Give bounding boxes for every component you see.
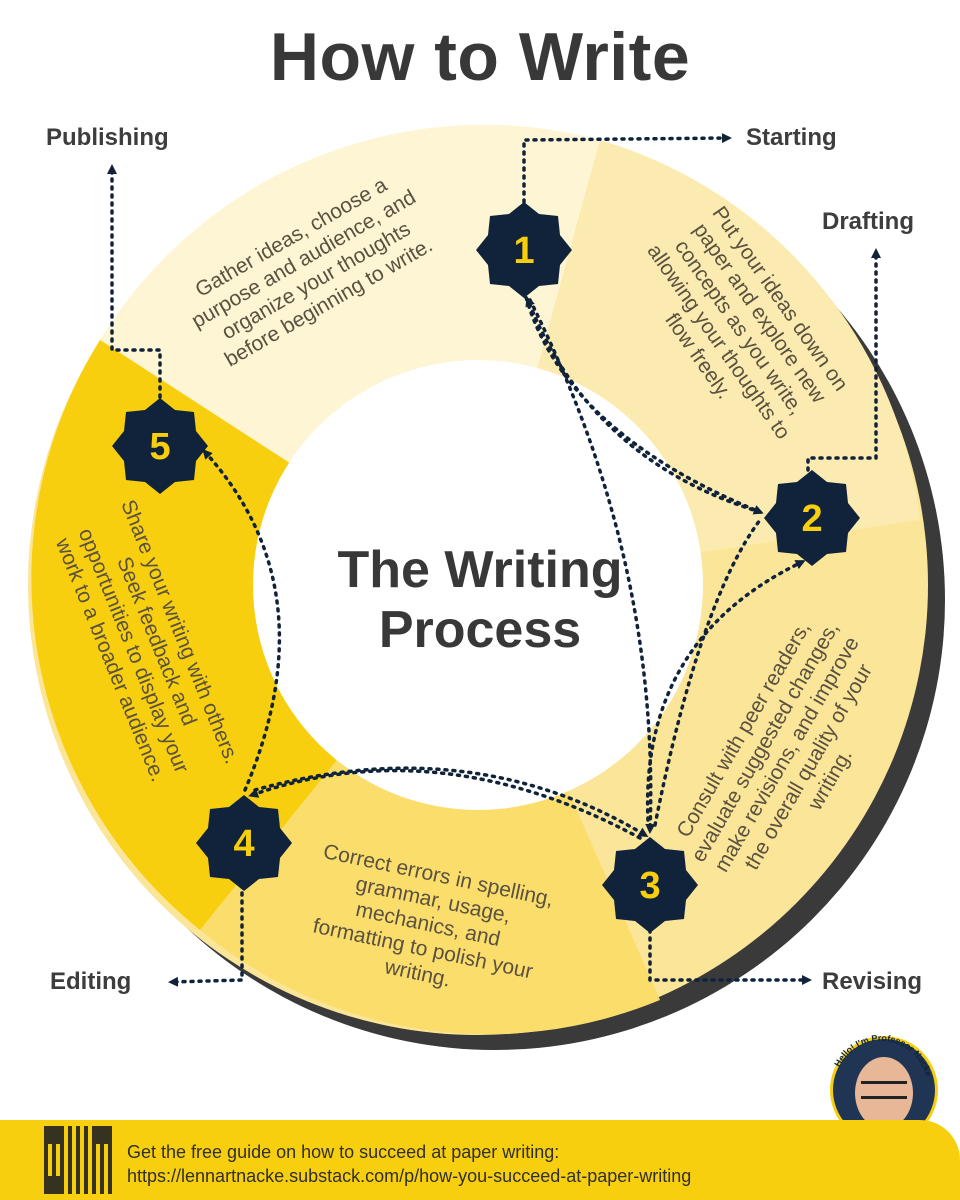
stage-number-3: 3 <box>639 865 660 907</box>
connector-4-to-5 <box>202 449 282 792</box>
stage-badge-4: 4 <box>196 795 292 891</box>
footer-text: Get the free guide on how to succeed at … <box>127 1140 691 1188</box>
connector-1-to-2 <box>522 288 764 515</box>
ring-hole <box>253 360 703 810</box>
center-title: The Writing Process <box>300 540 660 660</box>
connector-4-editing <box>168 883 244 987</box>
avatar-badge-text: Hello! I'm Professor Nacke <box>832 1033 933 1078</box>
stage-number-2: 2 <box>801 498 822 540</box>
connectors <box>107 133 881 987</box>
connector-3-to-2b <box>653 518 762 827</box>
connector-5-publishing <box>107 164 162 407</box>
center-title-line1: The Writing <box>337 541 623 599</box>
connector-3-to-2 <box>645 560 806 822</box>
svg-text:Hello! I'm Professor Nacke: Hello! I'm Professor Nacke <box>832 1033 933 1078</box>
stage-label-revising: Revising <box>822 968 923 995</box>
stage-label-drafting: Drafting <box>822 208 914 235</box>
star-badge-icon <box>112 398 208 494</box>
connector-3-revising <box>648 928 812 985</box>
star-badge-icon <box>764 470 860 566</box>
center-title-line2: Process <box>378 601 582 659</box>
star-badge-icon <box>476 202 572 298</box>
stage-label-editing: Editing <box>50 968 132 995</box>
glasses-icon <box>861 1081 907 1099</box>
avatar-face <box>855 1057 913 1129</box>
ring-segment-editing <box>200 585 660 1035</box>
qr-code-icon[interactable] <box>44 1126 112 1194</box>
stage-badge-1: 1 <box>476 202 572 298</box>
stage-number-5: 5 <box>149 426 170 468</box>
stage-number-4: 4 <box>233 823 254 865</box>
stage-badge-2: 2 <box>764 470 860 566</box>
star-badge-icon <box>196 795 292 891</box>
footer-bar <box>0 1120 960 1200</box>
connector-4-to-3 <box>253 766 649 838</box>
stage-label-starting: Starting <box>746 124 837 151</box>
page-title: How to Write <box>269 19 691 95</box>
badge-text: Hello! I'm Professor Nacke <box>832 1033 933 1078</box>
connector-1-starting <box>522 133 732 212</box>
footer-link[interactable]: https://lennartnacke.substack.com/p/how-… <box>127 1166 692 1186</box>
stage-label-publishing: Publishing <box>46 124 169 151</box>
stage-badge-3: 3 <box>602 837 698 933</box>
star-badge-icon <box>602 837 698 933</box>
connector-3-to-4 <box>248 768 642 840</box>
stage-number-1: 1 <box>513 230 534 272</box>
stage-badge-5: 5 <box>112 398 208 494</box>
connector-2-to-1 <box>525 296 762 514</box>
ring-segment-publishing <box>31 340 479 930</box>
footer-line1: Get the free guide on how to succeed at … <box>127 1142 560 1162</box>
connector-2-drafting <box>806 248 881 472</box>
